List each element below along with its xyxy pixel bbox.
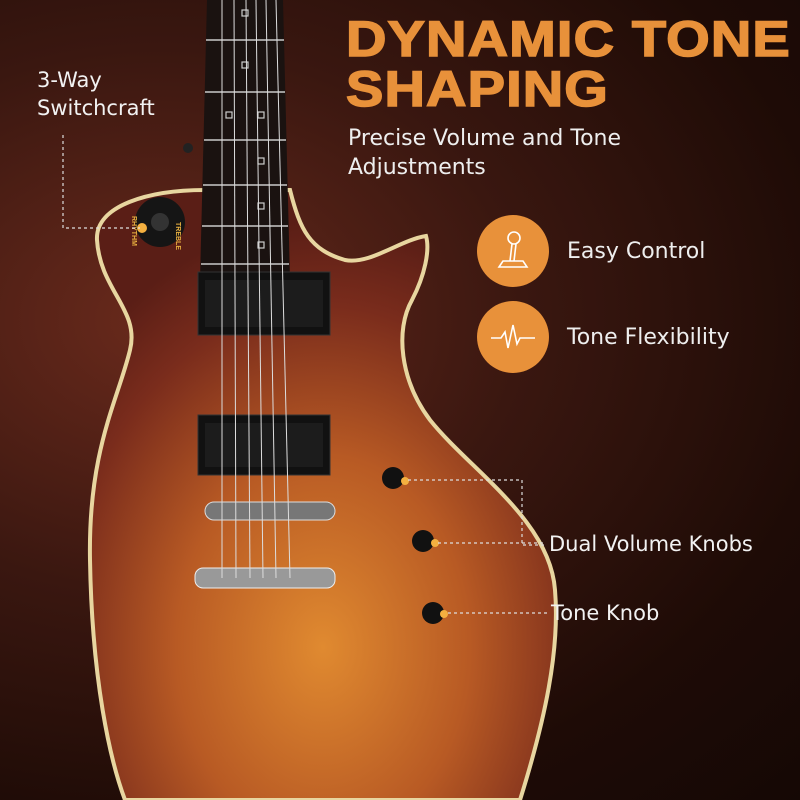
feature-easy-control: Easy Control <box>477 215 705 287</box>
waveform-icon <box>477 301 549 373</box>
subtitle: Precise Volume and Tone Adjustments <box>348 124 621 182</box>
volume-knob-1 <box>382 467 404 489</box>
feature-tone-flexibility: Tone Flexibility <box>477 301 730 373</box>
callout-lines <box>62 135 548 614</box>
feature-label: Tone Flexibility <box>567 324 730 350</box>
fret-markers <box>225 9 265 249</box>
joystick-icon <box>477 215 549 287</box>
bridge <box>204 501 336 521</box>
tone-callout: Tone Knob <box>551 601 660 625</box>
volume-callout: Dual Volume Knobs <box>549 532 753 556</box>
switch-callout-line-2: Switchcraft <box>37 96 155 120</box>
treble-marking: TREBLE <box>174 222 181 250</box>
strap-button-top <box>183 143 193 153</box>
headline-line-2: SHAPING <box>345 61 609 117</box>
rhythm-marking: RHYTHM <box>130 216 137 246</box>
switch-callout: 3-Way Switchcraft <box>37 66 155 122</box>
strings <box>221 0 291 579</box>
tone-knob <box>422 602 444 624</box>
guitar-body <box>87 188 558 800</box>
headline: DYNAMIC TONE SHAPING <box>345 11 791 117</box>
subtitle-line-1: Precise Volume and Tone <box>348 126 622 151</box>
switch-callout-line-1: 3-Way <box>37 68 102 92</box>
tailpiece <box>194 567 336 589</box>
frets <box>201 39 289 265</box>
subtitle-line-2: Adjustments <box>348 155 486 180</box>
headline-line-1: DYNAMIC TONE <box>345 11 791 67</box>
volume-knob-2 <box>412 530 434 552</box>
feature-label: Easy Control <box>567 238 706 264</box>
